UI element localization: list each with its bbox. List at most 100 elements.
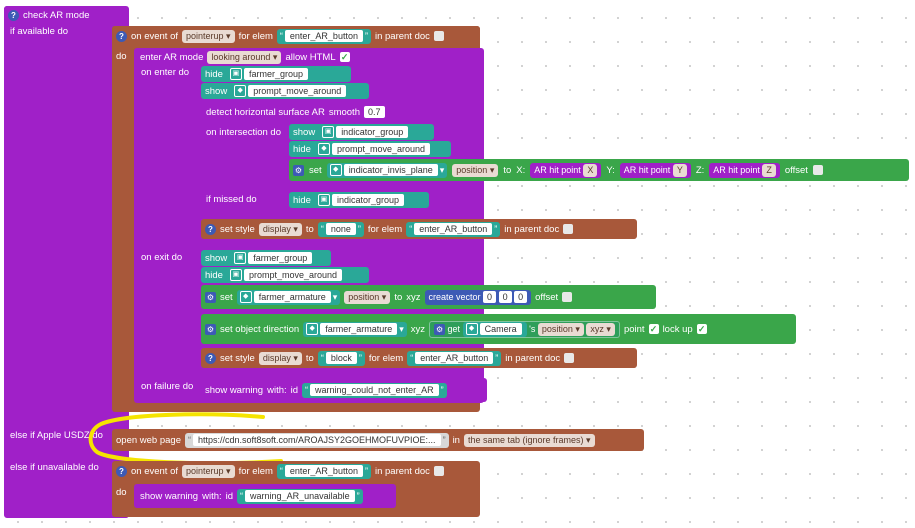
- on-exit-label: on exit do: [141, 252, 183, 263]
- warning-string[interactable]: “warning_could_not_enter_AR”: [302, 382, 447, 398]
- axis-y[interactable]: Y: [672, 163, 687, 177]
- property-dropdown[interactable]: position ▾: [344, 290, 391, 304]
- object-string[interactable]: ◆indicator_invis_plane▾: [326, 162, 448, 178]
- style-prop-dropdown[interactable]: display ▾: [258, 222, 302, 236]
- show-warning-row: show warning with: id “warning_could_not…: [205, 381, 447, 399]
- object-string[interactable]: ◆farmer_armature▾: [236, 289, 341, 305]
- lock-up-checkbox[interactable]: ✓: [696, 324, 707, 334]
- elem-string[interactable]: “enter_AR_button”: [406, 221, 501, 237]
- for-elem-label: for elem: [238, 30, 273, 42]
- ar-hit-point-y[interactable]: AR hit point Y: [619, 162, 691, 178]
- object-string[interactable]: ◆prompt_move_around: [231, 83, 352, 99]
- event-value: pointerup: [186, 466, 224, 476]
- gear-icon[interactable]: ⚙: [293, 164, 304, 176]
- help-icon[interactable]: ?: [116, 465, 127, 477]
- to-label: to: [305, 223, 314, 235]
- style-value-string[interactable]: “block”: [317, 350, 365, 366]
- xyz-label: xyz: [410, 323, 426, 335]
- offset-label: offset: [784, 164, 808, 176]
- point-checkbox[interactable]: ✓: [648, 324, 659, 334]
- offset-checkbox[interactable]: [812, 165, 823, 175]
- elem-value: enter_AR_button: [284, 30, 363, 42]
- cube-icon: ◆: [329, 164, 342, 176]
- in-parent-checkbox[interactable]: [564, 353, 575, 363]
- object-value: farmer_armature: [320, 323, 398, 335]
- set-direction-label: set object direction: [220, 323, 300, 335]
- elem-string[interactable]: “enter_AR_button”: [407, 350, 502, 366]
- offset-checkbox[interactable]: [562, 292, 573, 302]
- help-icon[interactable]: ?: [205, 352, 216, 364]
- set-style-row: ? set style display ▾ to “none” for elem…: [205, 220, 574, 238]
- if-available-label: if available do: [10, 26, 69, 37]
- in-parent-label: in parent doc: [505, 352, 561, 364]
- with-label: with:: [202, 490, 222, 502]
- object-string[interactable]: ▣farmer_group: [231, 250, 318, 266]
- xyz-dropdown[interactable]: xyz ▾: [586, 322, 615, 336]
- show-warning-label: show warning: [140, 490, 199, 502]
- allow-html-checkbox[interactable]: ✓: [339, 52, 350, 62]
- elem-string[interactable]: “enter_AR_button”: [276, 463, 371, 479]
- get-camera-block[interactable]: ⚙ get ◆Camera 's position ▾ xyz ▾: [429, 320, 620, 338]
- vector-x[interactable]: 0: [483, 291, 497, 303]
- object-string[interactable]: ▣indicator_group: [319, 124, 414, 140]
- cube-icon: ◆: [234, 85, 247, 97]
- gear-icon[interactable]: ⚙: [205, 291, 216, 303]
- target-dropdown[interactable]: the same tab (ignore frames) ▾: [463, 433, 595, 447]
- help-icon[interactable]: ?: [8, 9, 19, 21]
- camera-string[interactable]: ◆Camera: [462, 321, 527, 337]
- set-style-label: set style: [220, 223, 255, 235]
- hit-label: AR hit point: [623, 165, 671, 175]
- object-string[interactable]: ◆prompt_move_around: [314, 141, 436, 157]
- event-dropdown[interactable]: pointerup ▾: [182, 29, 235, 43]
- set-position-row: ⚙ set ◆indicator_invis_plane▾ position ▾…: [293, 161, 823, 179]
- object-string[interactable]: ▣prompt_move_around: [226, 267, 348, 283]
- property-dropdown[interactable]: position ▾: [452, 163, 499, 177]
- object-value: farmer_armature: [253, 291, 331, 303]
- hit-label: AR hit point: [534, 165, 581, 175]
- camera-prop-dropdown[interactable]: position ▾: [537, 322, 584, 336]
- warning-value: warning_could_not_enter_AR: [310, 384, 439, 396]
- gear-icon[interactable]: ⚙: [205, 323, 216, 335]
- object-string[interactable]: ▣indicator_group: [314, 192, 410, 208]
- object-value: indicator_group: [331, 194, 405, 206]
- in-parent-label: in parent doc: [374, 30, 430, 42]
- vector-z[interactable]: 0: [514, 291, 528, 303]
- style-prop-dropdown[interactable]: display ▾: [258, 351, 302, 365]
- set-armature-row: ⚙ set ◆farmer_armature▾ position ▾ to xy…: [205, 288, 573, 306]
- in-parent-checkbox[interactable]: [563, 224, 574, 234]
- z-label: Z:: [695, 164, 705, 176]
- group-icon: ▣: [229, 68, 242, 80]
- in-parent-checkbox[interactable]: [433, 466, 444, 476]
- check-ar-title-row: ? check AR mode: [8, 6, 90, 24]
- ar-hit-point-z[interactable]: AR hit point Z: [709, 162, 780, 178]
- elem-value: enter_AR_button: [284, 465, 363, 477]
- vector-y[interactable]: 0: [498, 291, 512, 303]
- help-icon[interactable]: ?: [205, 223, 216, 235]
- on-event-label: on event of: [131, 30, 179, 42]
- hide-label: hide: [293, 143, 311, 155]
- object-string[interactable]: ▣farmer_group: [226, 66, 313, 82]
- style-value-string[interactable]: “none”: [317, 221, 364, 237]
- object-string[interactable]: ◆farmer_armature▾: [303, 321, 407, 337]
- create-vector-block[interactable]: create vector 0 0 0: [424, 289, 532, 305]
- axis-x[interactable]: X: [583, 163, 598, 177]
- in-label: in: [452, 434, 460, 446]
- help-icon[interactable]: ?: [116, 30, 127, 42]
- to-label: to: [503, 164, 512, 176]
- gear-icon[interactable]: ⚙: [434, 323, 446, 335]
- check-ar-mode-block[interactable]: [4, 6, 129, 518]
- smooth-value[interactable]: 0.7: [363, 106, 385, 118]
- mode-dropdown[interactable]: looking around ▾: [207, 50, 282, 64]
- ar-hit-point-x[interactable]: AR hit point X: [530, 162, 602, 178]
- object-value: indicator_invis_plane: [343, 164, 438, 176]
- axis-z[interactable]: Z: [762, 163, 776, 177]
- elem-string[interactable]: “enter_AR_button”: [276, 28, 371, 44]
- show-warning-label: show warning: [205, 384, 264, 396]
- cube-icon: ◆: [317, 143, 330, 155]
- warning-string[interactable]: “warning_AR_unavailable”: [237, 488, 363, 504]
- property-value: position: [348, 292, 380, 302]
- for-elem-label: for elem: [238, 465, 273, 477]
- url-string[interactable]: “https://cdn.soft8soft.com/AROAJSY2GOEHM…: [184, 432, 449, 448]
- event-dropdown[interactable]: pointerup ▾: [182, 464, 235, 478]
- in-parent-checkbox[interactable]: [433, 31, 444, 41]
